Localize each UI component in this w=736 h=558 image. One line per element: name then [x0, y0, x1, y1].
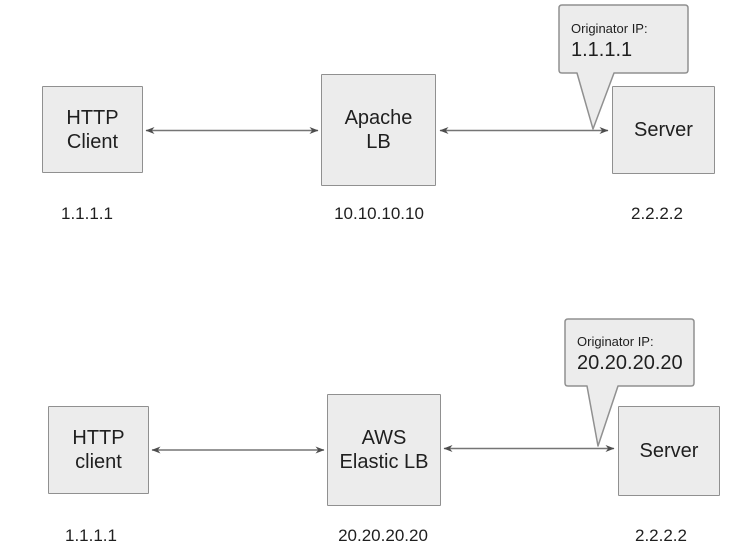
- ip-label-server-bottom: 2.2.2.2: [635, 526, 687, 545]
- callout-ip-value: 1.1.1.1: [571, 39, 633, 61]
- node-label-line: client: [75, 451, 122, 473]
- callout-ip-value: 20.20.20.20: [577, 352, 683, 374]
- node-label-line: HTTP: [66, 106, 119, 129]
- node-label-line: LB: [366, 131, 391, 153]
- node-server-bottom: Server: [618, 406, 720, 496]
- node-label-line: Server: [634, 119, 693, 141]
- node-aws-elastic-lb: AWS Elastic LB: [327, 394, 441, 506]
- ip-label-server-top: 2.2.2.2: [631, 204, 683, 223]
- callout-title: Originator IP:: [571, 21, 648, 36]
- ip-label-lb-bottom: 20.20.20.20: [338, 526, 428, 545]
- node-label-line: Elastic LB: [339, 451, 429, 473]
- callout-bottom: Originator IP: 20.20.20.20: [577, 334, 683, 375]
- node-label-line: Server: [639, 440, 699, 462]
- ip-label-client-top: 1.1.1.1: [61, 204, 113, 223]
- node-server-top: Server: [612, 86, 715, 174]
- callout-title: Originator IP:: [577, 334, 654, 349]
- node-apache-lb: Apache LB: [321, 74, 436, 186]
- node-http-client-bottom: HTTP client: [48, 406, 149, 494]
- ip-label-lb-top: 10.10.10.10: [334, 204, 424, 223]
- ip-label-client-bottom: 1.1.1.1: [65, 526, 117, 545]
- node-label-line: Apache: [344, 107, 413, 129]
- node-label-line: AWS: [361, 427, 407, 449]
- node-http-client-top: HTTP Client: [42, 86, 143, 173]
- node-label-line: Client: [66, 130, 119, 153]
- callout-top: Originator IP: 1.1.1.1: [571, 21, 648, 62]
- node-label-line: HTTP: [72, 427, 125, 449]
